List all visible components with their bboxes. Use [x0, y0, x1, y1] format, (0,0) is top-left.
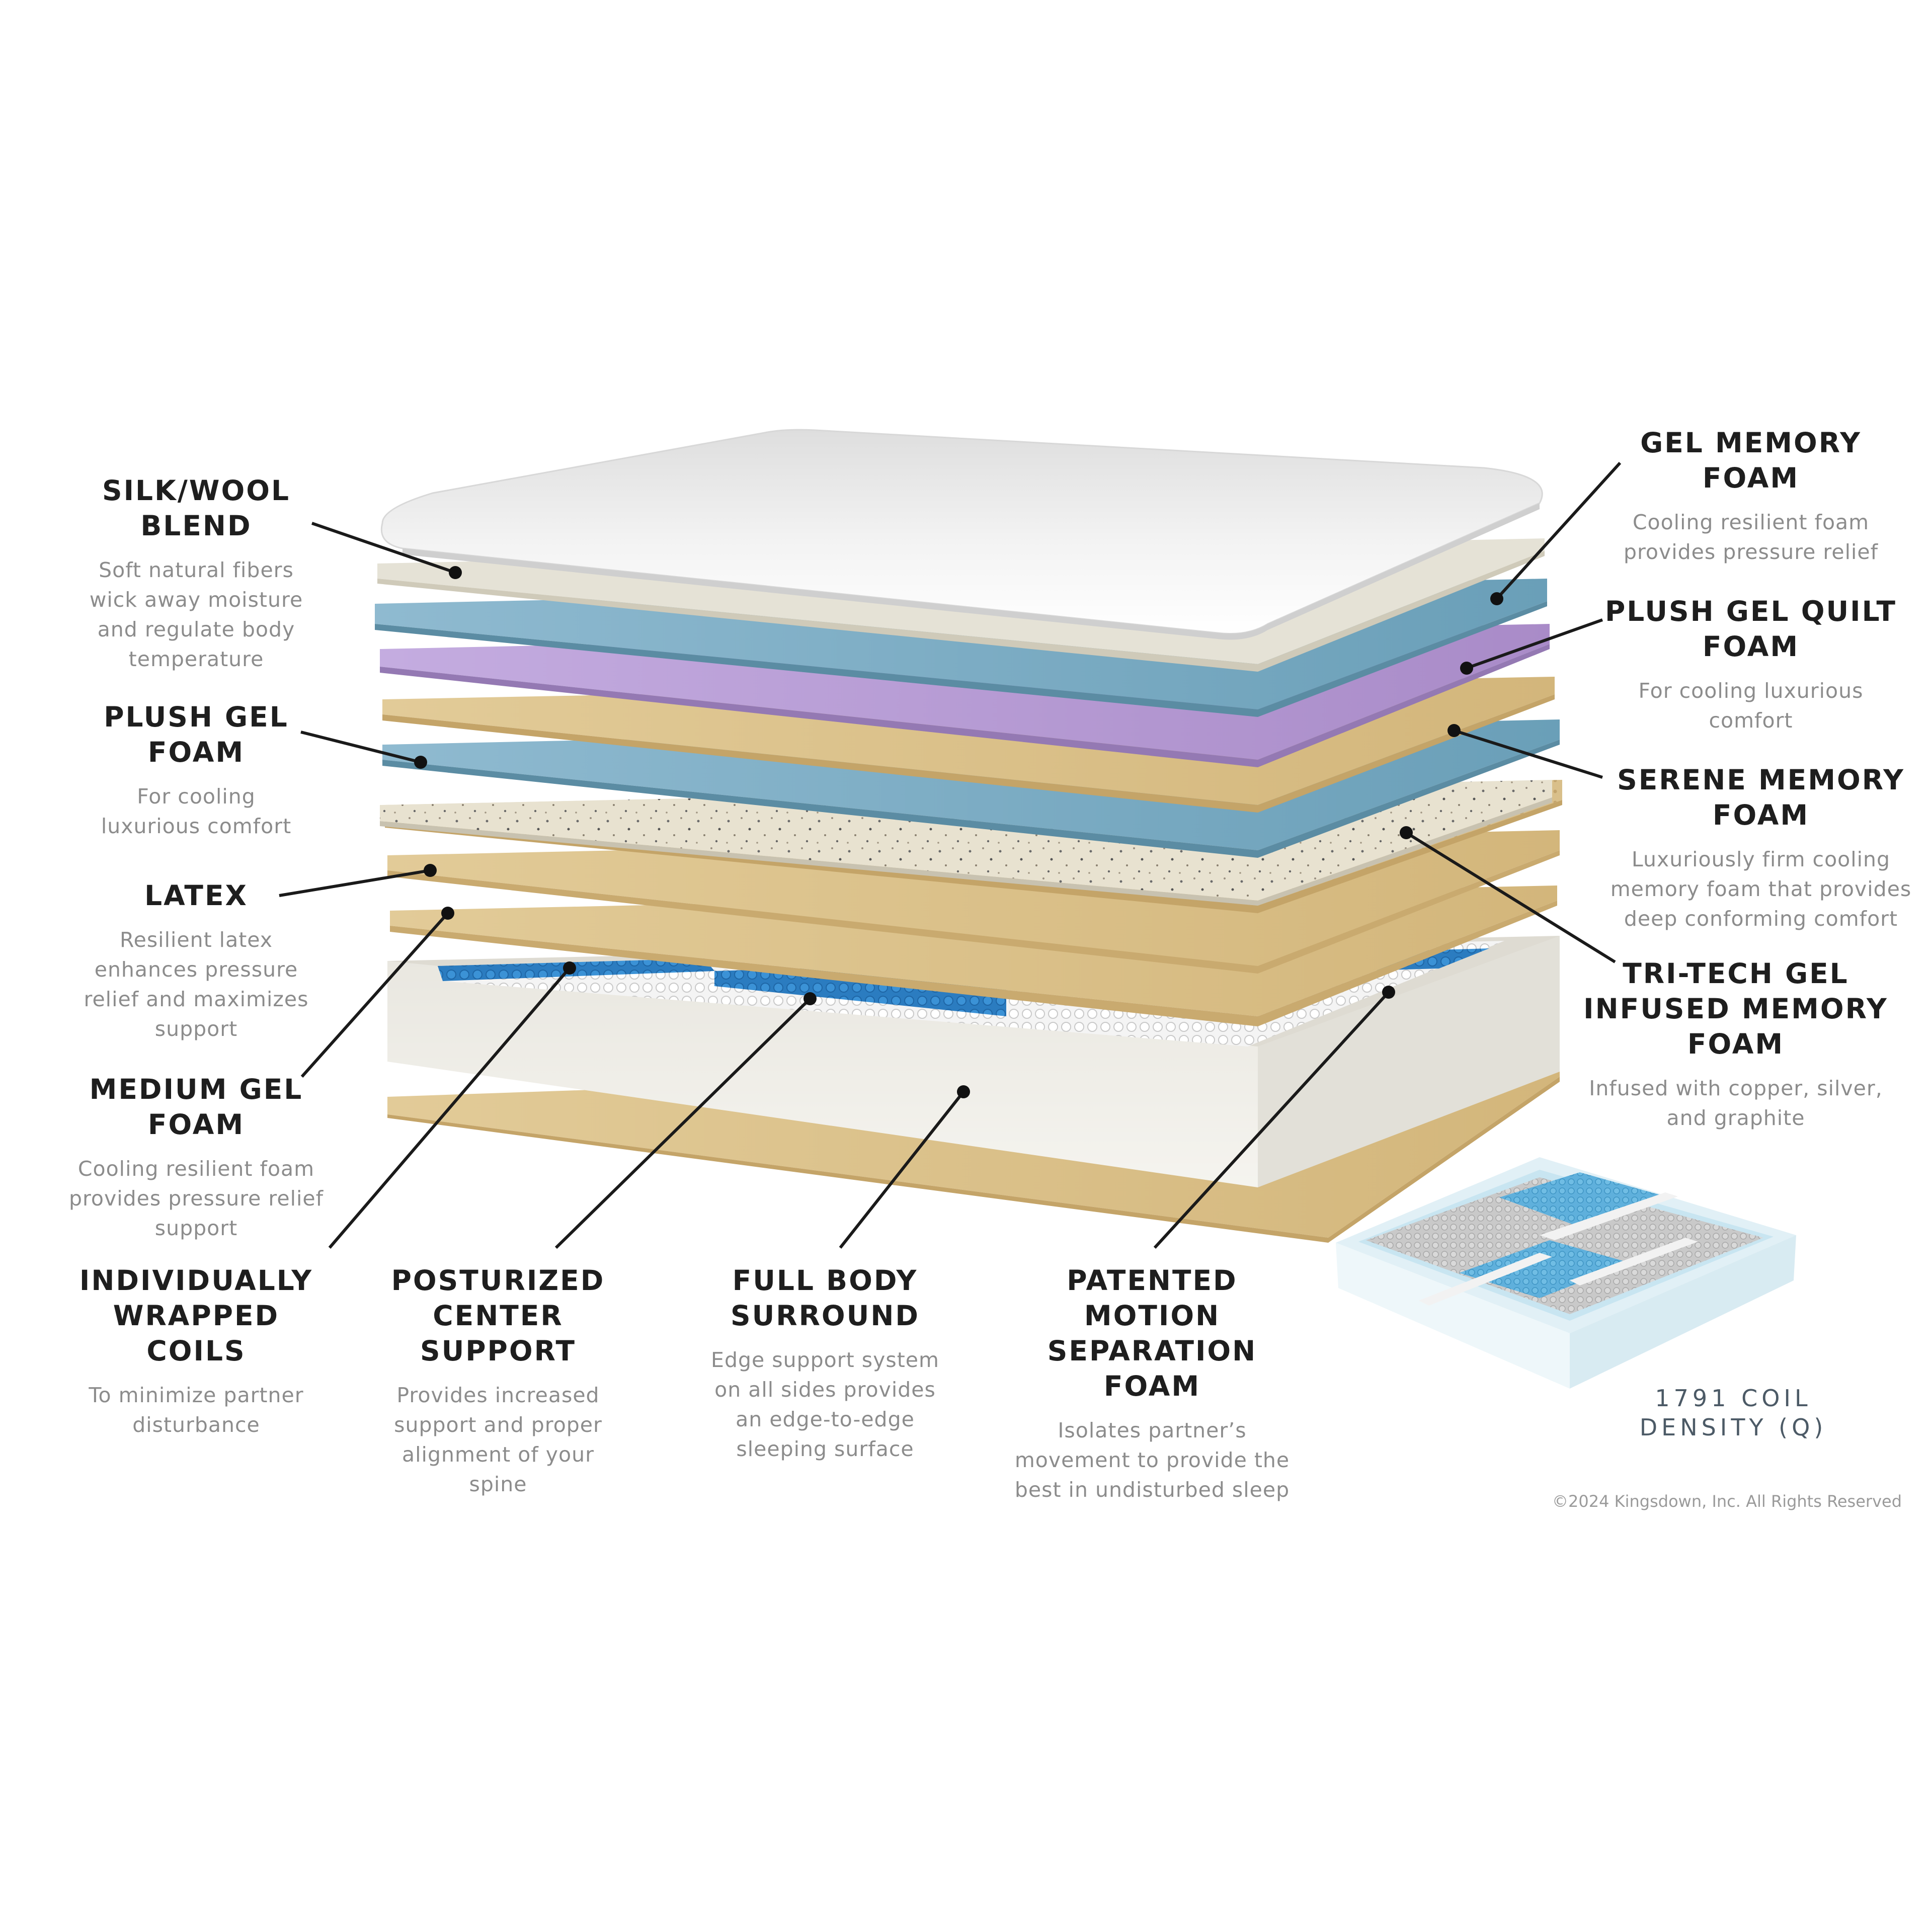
leader-dots	[414, 566, 1503, 1098]
copyright-notice: ©2024 Kingsdown, Inc. All Rights Reserve…	[1552, 1492, 1902, 1511]
callout-title: PLUSH GEL QUILT FOAM	[1604, 595, 1897, 663]
callout-title: LATEX	[144, 879, 248, 912]
callout-full-body-surround: FULL BODY SURROUND Edge support system o…	[684, 1263, 966, 1464]
callout-gel-memory-foam: GEL MEMORY FOAM Cooling resilient foam p…	[1605, 425, 1897, 567]
callout-title: INDIVIDUALLY WRAPPED COILS	[79, 1264, 313, 1367]
callout-serene-memory-foam: SERENE MEMORY FOAM Luxuriously firm cool…	[1595, 762, 1927, 934]
coil-density-inset	[1336, 1157, 1796, 1389]
callout-title: POSTURIZED CENTER SUPPORT	[391, 1264, 605, 1367]
callout-title: SILK/WOOL BLEND	[102, 474, 291, 542]
callout-posturized-center-support: POSTURIZED CENTER SUPPORT Provides incre…	[362, 1263, 634, 1499]
base-surround-front	[387, 961, 1258, 1187]
callout-title: FULL BODY SURROUND	[730, 1264, 920, 1332]
callout-medium-gel-foam: MEDIUM GEL FOAM Cooling resilient foam p…	[55, 1072, 337, 1243]
callout-plush-gel-foam: PLUSH GEL FOAM For cooling luxurious com…	[65, 699, 327, 841]
callout-description: Soft natural fibers wick away moisture a…	[89, 558, 303, 671]
callout-description: For cooling luxurious comfort	[101, 784, 292, 838]
callout-title: PATENTED MOTION SEPARATION FOAM	[1047, 1264, 1257, 1402]
callout-tri-tech-gel-infused-memory-foam: TRI-TECH GEL INFUSED MEMORY FOAM Infused…	[1575, 956, 1897, 1133]
leader-lines	[279, 461, 1622, 1249]
base-surround-side	[1258, 936, 1560, 1187]
callout-title: GEL MEMORY FOAM	[1640, 427, 1862, 494]
callout-title: TRI-TECH GEL INFUSED MEMORY FOAM	[1583, 957, 1888, 1060]
callout-patented-motion-separation-foam: PATENTED MOTION SEPARATION FOAM Isolates…	[996, 1263, 1308, 1505]
callout-description: To minimize partner disturbance	[89, 1383, 304, 1437]
callout-description: Infused with copper, silver, and graphit…	[1589, 1076, 1883, 1130]
callout-description: Provides increased support and proper al…	[394, 1383, 602, 1496]
callout-silk-wool-blend: SILK/WOOL BLEND Soft natural fibers wick…	[65, 473, 327, 674]
callout-latex: LATEX Resilient latex enhances pressure …	[65, 878, 327, 1044]
coil-density-label: 1791 COIL DENSITY (Q)	[1639, 1385, 1827, 1441]
callout-description: Luxuriously firm cooling memory foam tha…	[1610, 847, 1912, 931]
callout-plush-gel-quilt-foam: PLUSH GEL QUILT FOAM For cooling luxurio…	[1590, 594, 1912, 736]
callout-individually-wrapped-coils: INDIVIDUALLY WRAPPED COILS To minimize p…	[55, 1263, 337, 1440]
callout-description: Isolates partner’s movement to provide t…	[1014, 1418, 1290, 1502]
callout-description: Cooling resilient foam provides pressure…	[68, 1157, 324, 1240]
callout-description: For cooling luxurious comfort	[1638, 679, 1864, 733]
callout-description: Resilient latex enhances pressure relief…	[84, 928, 309, 1041]
callout-title: PLUSH GEL FOAM	[104, 701, 289, 768]
callout-title: MEDIUM GEL FOAM	[89, 1073, 303, 1141]
callout-description: Cooling resilient foam provides pressure…	[1623, 510, 1879, 564]
callout-description: Edge support system on all sides provide…	[711, 1348, 939, 1461]
callout-title: SERENE MEMORY FOAM	[1617, 764, 1905, 831]
